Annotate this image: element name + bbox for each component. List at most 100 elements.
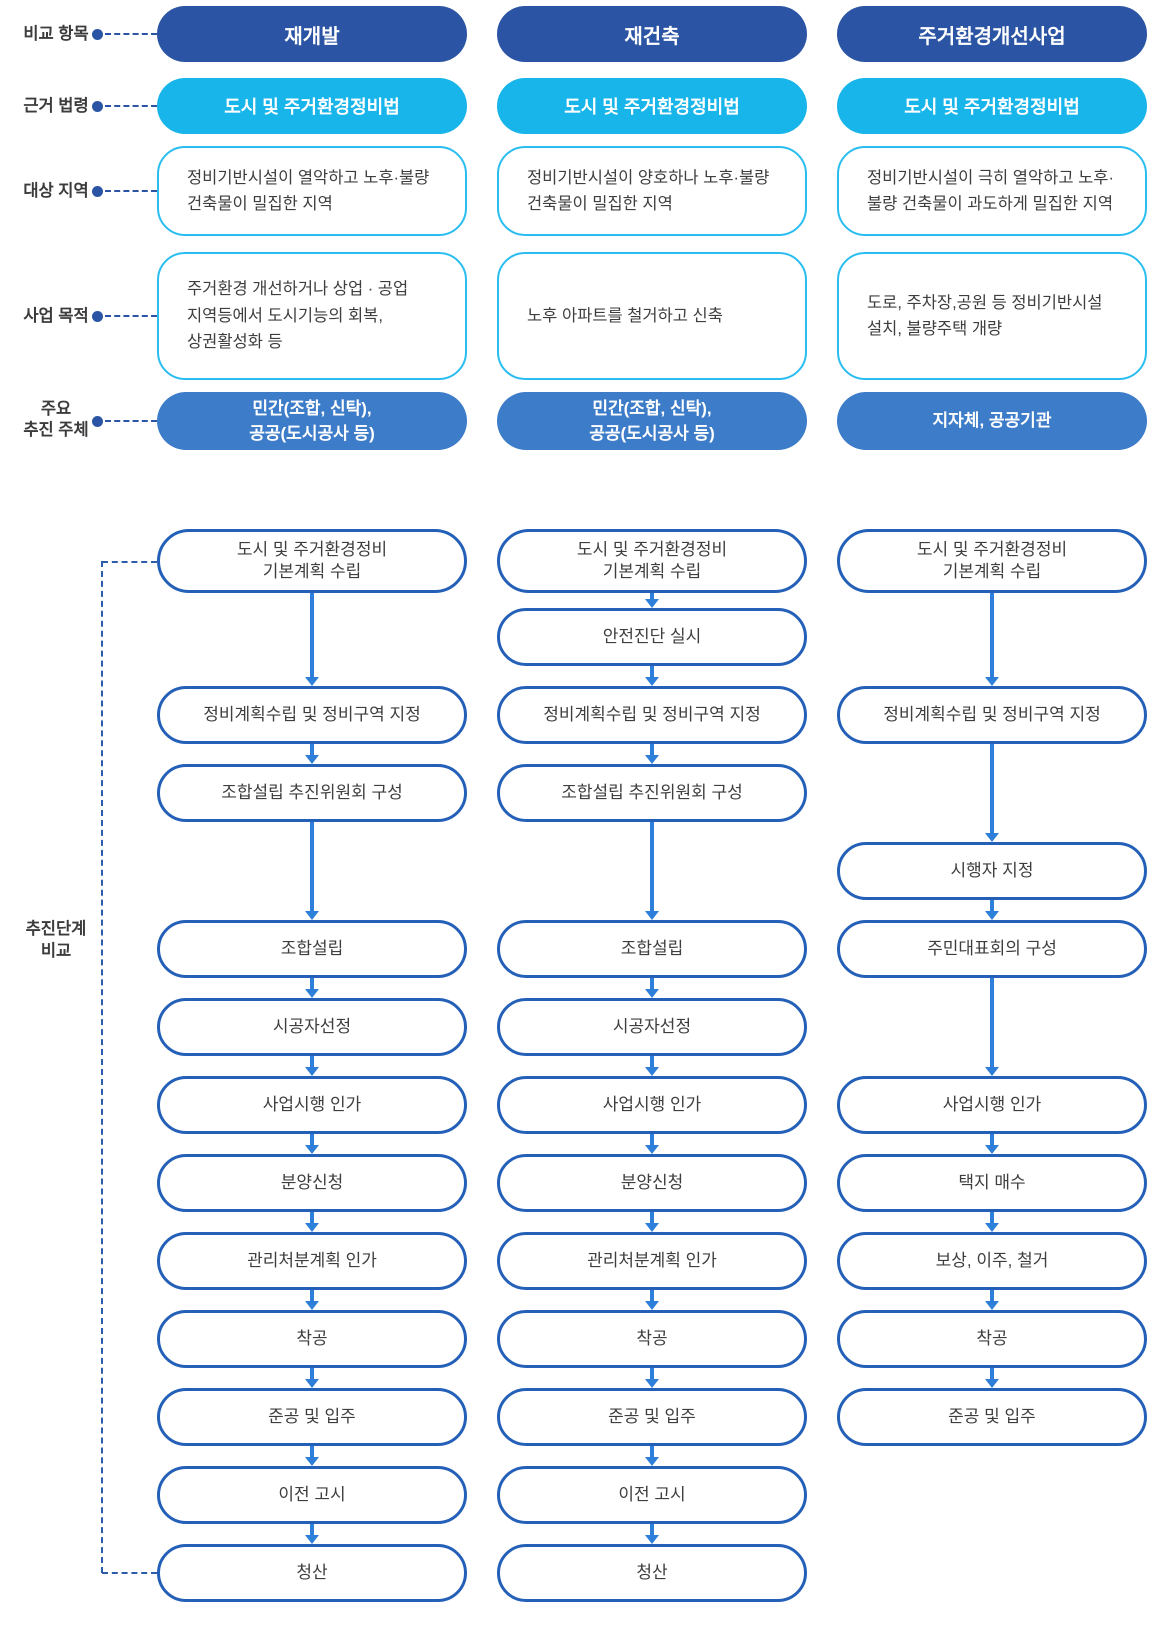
row-label-text: 대상 지역 (23, 182, 89, 200)
flow-step-label: 사업시행 인가 (942, 1094, 1042, 1114)
connector-dot (92, 311, 103, 322)
main-body-pill: 민간(조합, 신탁), 공공(도시공사 등) (157, 392, 467, 450)
row-label-main-body: 주요 추진 주체 (6, 399, 106, 442)
flow-step: 안전진단 실시 (497, 608, 807, 666)
purpose-box: 주거환경 개선하거나 상업 · 공업 지역등에서 도시기능의 회복, 상권활성화… (157, 252, 467, 380)
flow-step: 청산 (157, 1544, 467, 1602)
down-arrow-icon (310, 1134, 314, 1146)
down-arrow-icon (310, 1212, 314, 1224)
target-area-box: 정비기반시설이 양호하나 노후·불량 건축물이 밀집한 지역 (497, 146, 807, 236)
flow-step-label: 시공자선정 (272, 1016, 352, 1036)
flow-step-label: 관리처분계획 인가 (587, 1250, 717, 1270)
flow-step-label: 착공 (636, 1328, 668, 1348)
column-header-label: 재건축 (624, 25, 680, 48)
down-arrow-icon (650, 1134, 654, 1146)
connector-dash (105, 315, 157, 317)
flow-step: 준공 및 입주 (157, 1388, 467, 1446)
flow-step-label: 준공 및 입주 (948, 1406, 1036, 1426)
column-header-redevelopment: 재개발 (157, 6, 467, 62)
flow-step: 조합설립 추진위원회 구성 (157, 764, 467, 822)
down-arrow-icon (990, 1134, 994, 1146)
flow-step-label: 분양신청 (620, 1172, 684, 1192)
law-pill: 도시 및 주거환경정비법 (497, 78, 807, 134)
down-arrow-icon (650, 1446, 654, 1458)
flow-step: 착공 (157, 1310, 467, 1368)
flow-step-label: 시행자 지정 (950, 860, 1034, 880)
connector-dash (105, 33, 157, 35)
flow-step-label: 정비계획수립 및 정비구역 지정 (883, 704, 1101, 724)
flow-step: 도시 및 주거환경정비 기본계획 수립 (837, 529, 1147, 593)
column-header-label: 주거환경개선사업 (918, 25, 1066, 48)
flow-step: 시공자선정 (157, 998, 467, 1056)
flow-step-label: 도시 및 주거환경정비 기본계획 수립 (916, 539, 1068, 581)
flow-step: 정비계획수립 및 정비구역 지정 (497, 686, 807, 744)
flow-step-label: 조합설립 추진위원회 구성 (561, 782, 743, 802)
column-header-improvement: 주거환경개선사업 (837, 6, 1147, 62)
flow-step-label: 도시 및 주거환경정비 기본계획 수립 (576, 539, 728, 581)
purpose-text: 노후 아파트를 철거하고 신축 (527, 306, 723, 325)
connector-dot (92, 416, 103, 427)
flow-step-label: 주민대표회의 구성 (927, 938, 1057, 958)
row-label-text: 사업 목적 (23, 307, 89, 325)
flow-step: 조합설립 (157, 920, 467, 978)
flow-step-label: 청산 (636, 1562, 668, 1582)
down-arrow-icon (990, 1290, 994, 1302)
down-arrow-icon (310, 1056, 314, 1068)
row-label-law: 근거 법령 (6, 96, 106, 117)
law-pill: 도시 및 주거환경정비법 (157, 78, 467, 134)
flow-step: 시공자선정 (497, 998, 807, 1056)
down-arrow-icon (310, 744, 314, 756)
flow-step-label: 이전 고시 (618, 1484, 686, 1504)
flow-step: 사업시행 인가 (497, 1076, 807, 1134)
target-area-text: 정비기반시설이 열악하고 노후·불량 건축물이 밀집한 지역 (187, 168, 430, 213)
flow-step: 준공 및 입주 (497, 1388, 807, 1446)
flow-step-label: 조합설립 (620, 938, 684, 958)
flow-step-label: 조합설립 (280, 938, 344, 958)
flow-step-label: 착공 (296, 1328, 328, 1348)
flow-step-label: 준공 및 입주 (268, 1406, 356, 1426)
flow-step: 보상, 이주, 철거 (837, 1232, 1147, 1290)
flow-step: 시행자 지정 (837, 842, 1147, 900)
connector-dash (105, 190, 157, 192)
row-label-purpose: 사업 목적 (6, 306, 106, 327)
flow-step-label: 보상, 이주, 철거 (935, 1250, 1049, 1270)
flow-step: 이전 고시 (157, 1466, 467, 1524)
flow-step: 조합설립 추진위원회 구성 (497, 764, 807, 822)
flow-bracket-vertical-dash (101, 561, 103, 1573)
law-pill: 도시 및 주거환경정비법 (837, 78, 1147, 134)
flow-step-label: 정비계획수립 및 정비구역 지정 (543, 704, 761, 724)
flow-step-label: 택지 매수 (958, 1172, 1026, 1192)
flow-step: 이전 고시 (497, 1466, 807, 1524)
flow-step: 준공 및 입주 (837, 1388, 1147, 1446)
connector-dash (105, 105, 157, 107)
flow-step-label: 준공 및 입주 (608, 1406, 696, 1426)
row-label-text: 추진단계 비교 (25, 920, 87, 961)
row-label-item: 비교 항목 (6, 24, 106, 45)
down-arrow-icon (990, 1368, 994, 1380)
row-label-flow-comparison: 추진단계 비교 (6, 918, 106, 963)
down-arrow-icon (650, 666, 654, 678)
flow-step: 착공 (497, 1310, 807, 1368)
down-arrow-icon (310, 1446, 314, 1458)
down-arrow-icon (650, 593, 654, 600)
down-arrow-icon (650, 1524, 654, 1536)
flow-column-reconstruction: 도시 및 주거환경정비 기본계획 수립 안전진단 실시 정비계획수립 및 정비구… (497, 500, 807, 1610)
flow-column-improvement: 도시 및 주거환경정비 기본계획 수립 정비계획수립 및 정비구역 지정 시행자… (837, 500, 1147, 1610)
flow-step: 관리처분계획 인가 (497, 1232, 807, 1290)
column-header-reconstruction: 재건축 (497, 6, 807, 62)
flow-step-label: 이전 고시 (278, 1484, 346, 1504)
law-label: 도시 및 주거환경정비법 (224, 97, 400, 117)
main-body-text: 민간(조합, 신탁), 공공(도시공사 등) (249, 398, 375, 444)
law-label: 도시 및 주거환경정비법 (564, 97, 740, 117)
flow-step: 주민대표회의 구성 (837, 920, 1147, 978)
down-arrow-icon (310, 593, 314, 678)
flow-step-label: 분양신청 (280, 1172, 344, 1192)
purpose-box: 도로, 주차장,공원 등 정비기반시설 설치, 불량주택 개량 (837, 252, 1147, 380)
flow-step-label: 관리처분계획 인가 (247, 1250, 377, 1270)
purpose-text: 주거환경 개선하거나 상업 · 공업 지역등에서 도시기능의 회복, 상권활성화… (187, 280, 409, 352)
law-label: 도시 및 주거환경정비법 (904, 97, 1080, 117)
flow-step: 분양신청 (157, 1154, 467, 1212)
flow-step: 사업시행 인가 (157, 1076, 467, 1134)
flow-step-label: 시공자선정 (612, 1016, 692, 1036)
